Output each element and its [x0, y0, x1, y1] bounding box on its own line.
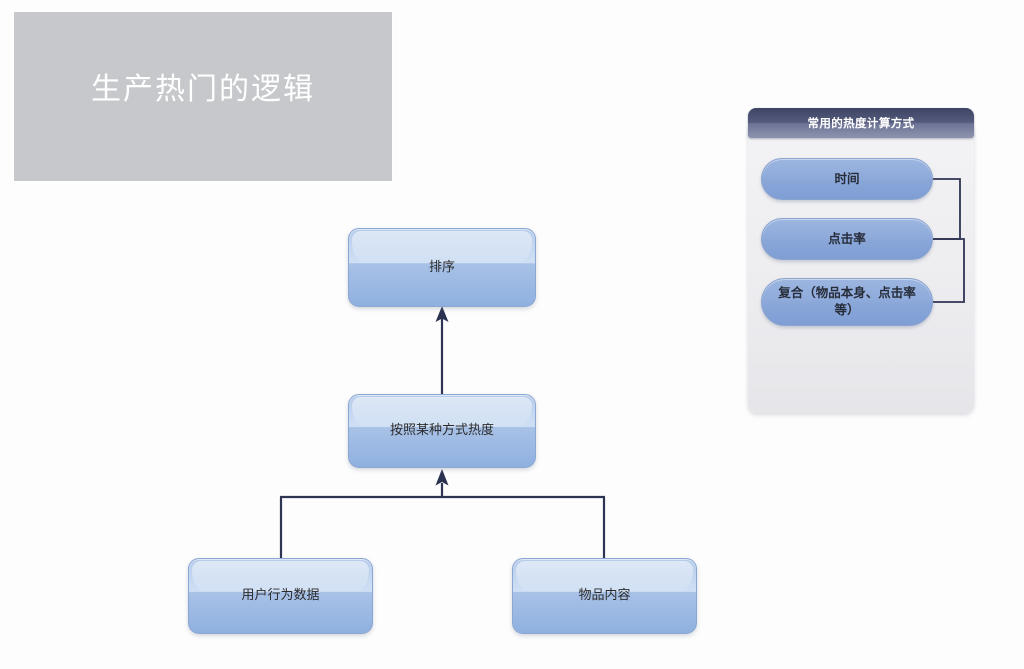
panel-item-label: 点击率	[828, 230, 866, 246]
panel-title: 常用的热度计算方式	[807, 116, 915, 130]
panel-item-composite[interactable]: 复合（物品本身、点击率等）	[761, 278, 933, 326]
flow-node-label: 按照某种方式热度	[389, 423, 494, 439]
edge-heat-to-sort	[435, 306, 449, 394]
heat-calculation-panel: 时间 点击率 复合（物品本身、点击率等） 常用的热度计算方式	[748, 108, 974, 413]
flow-node-label: 排序	[428, 259, 455, 275]
panel-item-label: 复合（物品本身、点击率等）	[778, 285, 916, 317]
panel-item-time[interactable]: 时间	[761, 158, 933, 200]
panel-header: 常用的热度计算方式	[748, 108, 974, 138]
flow-node-sort[interactable]: 排序	[348, 228, 536, 307]
page-title: 生产热门的逻辑	[91, 71, 315, 107]
flow-node-label: 用户行为数据	[241, 588, 320, 604]
panel-item-label: 时间	[834, 170, 860, 186]
edge-children-to-heat	[279, 469, 606, 558]
flow-node-behavior[interactable]: 用户行为数据	[188, 558, 373, 634]
title-banner: 生产热门的逻辑	[14, 12, 392, 181]
panel-item-ctr[interactable]: 点击率	[761, 218, 933, 260]
flow-node-label: 物品内容	[578, 588, 631, 604]
flow-node-heat[interactable]: 按照某种方式热度	[348, 394, 536, 468]
flow-node-content[interactable]: 物品内容	[512, 558, 697, 634]
